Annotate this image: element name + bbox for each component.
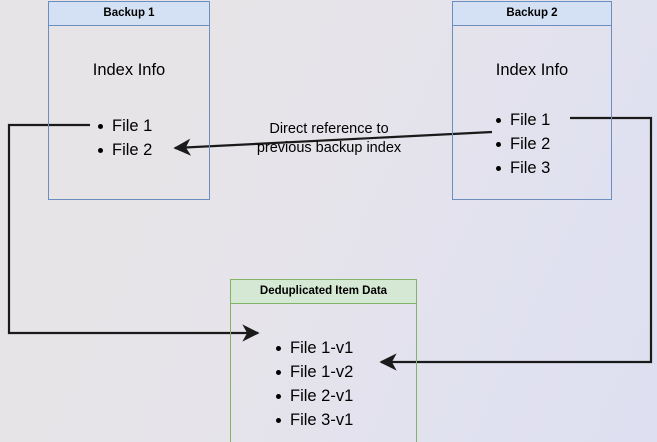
- backup-2-index-info-label: Index Info: [495, 61, 569, 79]
- dedup-item-list: File 1-v1 File 1-v2 File 2-v1 File 3-v1: [275, 336, 353, 432]
- list-item: File 2-v1: [275, 384, 353, 408]
- node-backup-1[interactable]: Backup 1 Index Info File 1 File 2: [48, 1, 210, 200]
- node-backup-2-header: Backup 2: [453, 2, 611, 26]
- backup-1-index-info-label: Index Info: [92, 61, 166, 79]
- node-dedup-header: Deduplicated Item Data: [231, 280, 416, 304]
- node-dedup-body: File 1-v1 File 1-v2 File 2-v1 File 3-v1: [231, 304, 416, 442]
- edge-label-direct-reference: Direct reference to previous backup inde…: [254, 120, 404, 158]
- list-item: File 1: [97, 114, 152, 138]
- node-backup-2[interactable]: Backup 2 Index Info File 1 File 2 File 3: [452, 1, 612, 200]
- list-item: File 2: [97, 138, 152, 162]
- list-item: File 1-v2: [275, 360, 353, 384]
- edge-label-line-2: previous backup index: [256, 140, 402, 156]
- node-backup-1-header: Backup 1: [49, 2, 209, 26]
- list-item: File 1-v1: [275, 336, 353, 360]
- backup-1-file-list: File 1 File 2: [97, 114, 152, 162]
- list-item: File 1: [495, 108, 550, 132]
- list-item: File 2: [495, 132, 550, 156]
- node-backup-1-body: Index Info File 1 File 2: [49, 26, 209, 199]
- list-item: File 3: [495, 156, 550, 180]
- list-item: File 3-v1: [275, 408, 353, 432]
- node-backup-2-body: Index Info File 1 File 2 File 3: [453, 26, 611, 199]
- backup-2-file-list: File 1 File 2 File 3: [495, 108, 550, 180]
- edge-label-line-1: Direct reference to: [269, 121, 389, 137]
- node-deduplicated-item-data[interactable]: Deduplicated Item Data File 1-v1 File 1-…: [230, 279, 417, 442]
